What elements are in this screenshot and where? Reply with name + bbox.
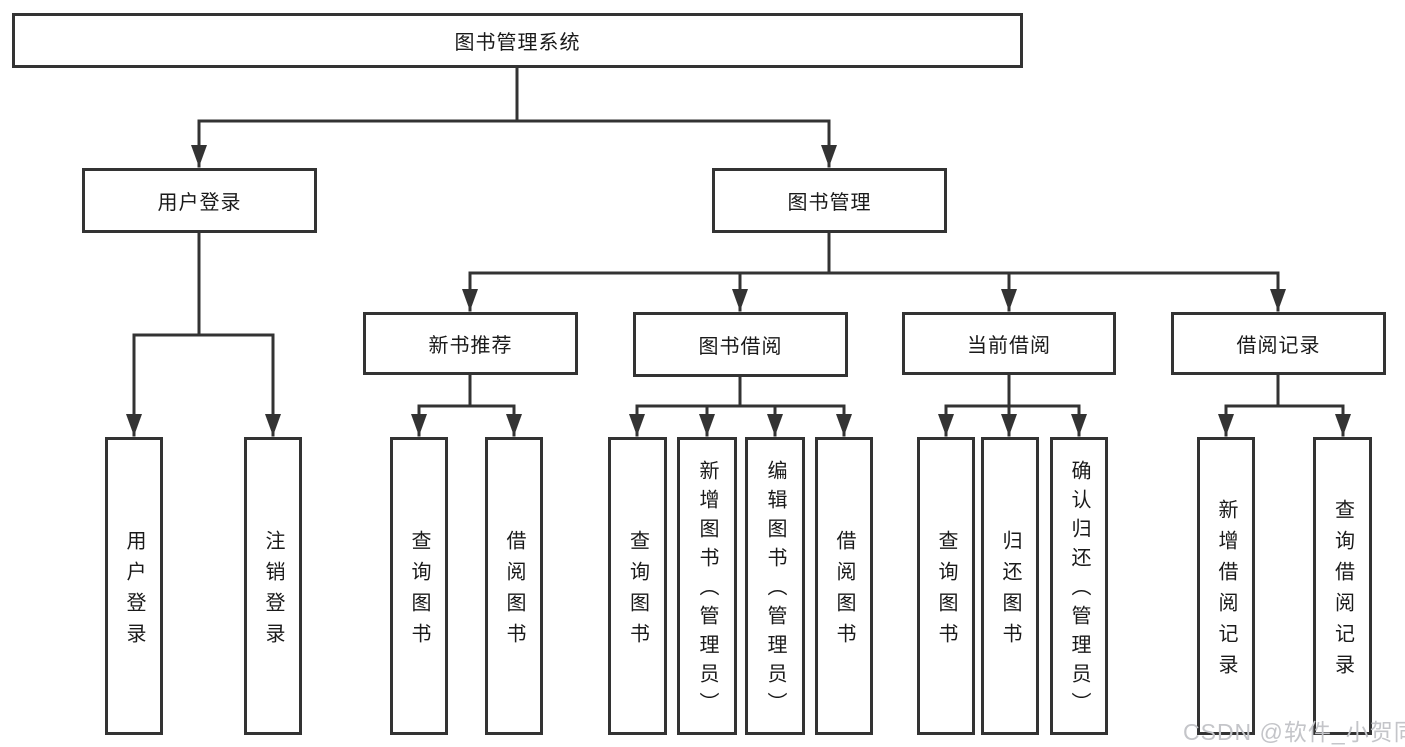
leaf-confirm-return-admin: 确认归还（管理员） <box>1050 437 1108 735</box>
leaf-edit-book-admin: 编辑图书（管理员） <box>745 437 805 735</box>
leaf-recommend-query-books: 查询图书 <box>390 437 448 735</box>
node-library-system-label: 图书管理系统 <box>454 32 581 54</box>
connector-root-to-level2 <box>191 66 837 168</box>
csdn-watermark: CSDN @软件_小贺同学 <box>1183 719 1405 745</box>
leaf-user-login-label: 用户登录 <box>123 529 145 654</box>
leaf-add-book-admin-label: 新增图书（管理员） <box>696 460 718 721</box>
leaf-edit-book-admin-label: 编辑图书（管理员） <box>764 460 786 721</box>
connector-user-login-children <box>126 231 281 437</box>
leaf-recommend-borrow-books: 借阅图书 <box>485 437 543 735</box>
leaf-borrow-query-books-label: 查询图书 <box>626 529 649 654</box>
leaf-recommend-borrow-books-label: 借阅图书 <box>503 529 525 654</box>
connector-borrow-records-children <box>1218 373 1351 437</box>
node-library-system: 图书管理系统 <box>12 13 1023 68</box>
leaf-user-login: 用户登录 <box>105 437 163 735</box>
leaf-borrow-books: 借阅图书 <box>815 437 873 735</box>
leaf-return-books-label: 归还图书 <box>999 529 1021 654</box>
leaf-current-query-books-label: 查询图书 <box>935 529 957 654</box>
connector-book-management-sections <box>462 231 1286 312</box>
connector-new-book-recommend-children <box>411 373 522 437</box>
node-book-borrow: 图书借阅 <box>633 312 848 377</box>
leaf-current-query-books: 查询图书 <box>917 437 975 735</box>
node-book-management: 图书管理 <box>712 168 947 233</box>
connector-book-borrow-children <box>629 373 852 437</box>
node-borrow-records-label: 借阅记录 <box>1236 335 1321 357</box>
leaf-query-borrow-record-label: 查询借阅记录 <box>1331 498 1354 685</box>
connector-current-borrow-children <box>938 373 1087 437</box>
leaf-logout: 注销登录 <box>244 437 302 735</box>
node-book-borrow-label: 图书借阅 <box>698 336 783 358</box>
node-user-login: 用户登录 <box>82 168 317 233</box>
leaf-borrow-books-label: 借阅图书 <box>833 529 855 654</box>
leaf-confirm-return-admin-label: 确认归还（管理员） <box>1068 460 1090 721</box>
leaf-add-book-admin: 新增图书（管理员） <box>677 437 737 735</box>
node-user-login-label: 用户登录 <box>157 192 242 214</box>
leaf-add-borrow-record-label: 新增借阅记录 <box>1215 498 1237 685</box>
node-book-management-label: 图书管理 <box>787 192 872 214</box>
leaf-borrow-query-books: 查询图书 <box>608 437 667 735</box>
node-new-book-recommend-label: 新书推荐 <box>428 335 513 357</box>
leaf-recommend-query-books-label: 查询图书 <box>408 529 430 654</box>
node-current-borrow: 当前借阅 <box>902 312 1116 375</box>
node-new-book-recommend: 新书推荐 <box>363 312 578 375</box>
leaf-logout-label: 注销登录 <box>262 529 284 654</box>
leaf-return-books: 归还图书 <box>981 437 1039 735</box>
node-borrow-records: 借阅记录 <box>1171 312 1386 375</box>
leaf-add-borrow-record: 新增借阅记录 <box>1197 437 1255 735</box>
node-current-borrow-label: 当前借阅 <box>967 335 1051 357</box>
leaf-query-borrow-record: 查询借阅记录 <box>1313 437 1372 735</box>
